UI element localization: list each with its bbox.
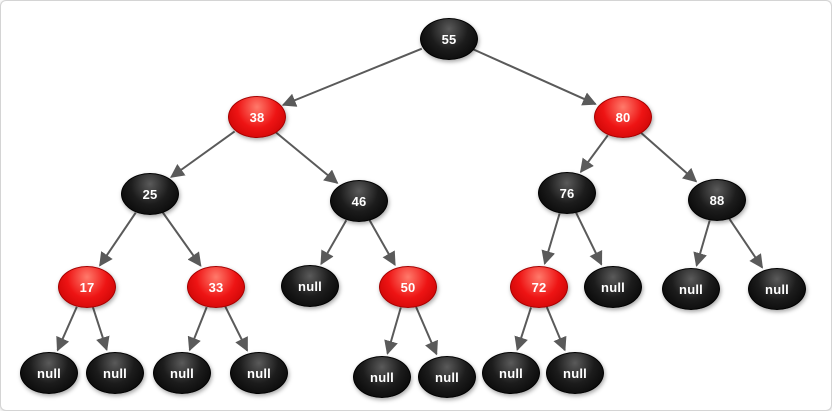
tree-node: 50 <box>379 266 437 308</box>
tree-edge <box>415 306 438 356</box>
null-leaf-node: null <box>20 352 78 394</box>
null-leaf-node: null <box>353 356 411 398</box>
null-leaf-node: null <box>230 352 288 394</box>
tree-edge <box>275 131 339 184</box>
tree-edge <box>56 306 78 352</box>
tree-edge <box>728 218 764 269</box>
tree-edge <box>640 132 698 183</box>
tree-edge <box>320 219 348 266</box>
tree-edge <box>161 211 202 267</box>
null-leaf-node: null <box>153 352 211 394</box>
tree-edge <box>170 130 236 178</box>
tree-edge <box>575 212 603 266</box>
tree-edge <box>384 307 402 355</box>
null-leaf-node: null <box>482 352 540 394</box>
tree-edge <box>579 134 609 174</box>
tree-node: 38 <box>228 96 286 138</box>
tree-edge <box>473 48 597 106</box>
tree-edge <box>541 213 561 265</box>
tree-edge <box>368 219 396 267</box>
tree-edge <box>514 307 532 352</box>
tree-node: 72 <box>510 266 568 308</box>
tree-node: 55 <box>420 18 478 60</box>
tree-edge <box>187 306 208 352</box>
tree-edge <box>224 306 249 352</box>
tree-edge <box>545 306 567 352</box>
null-leaf-node: null <box>418 356 476 398</box>
tree-edge <box>99 212 137 267</box>
null-leaf-node: null <box>281 265 339 307</box>
tree-node: 88 <box>688 179 746 221</box>
null-leaf-node: null <box>748 268 806 310</box>
tree-node: 76 <box>538 172 596 214</box>
tree-node: 80 <box>594 96 652 138</box>
tree-node: 46 <box>330 180 388 222</box>
tree-node: 25 <box>121 173 179 215</box>
tree-node: 33 <box>187 266 245 308</box>
null-leaf-node: null <box>662 268 720 310</box>
null-leaf-node: null <box>584 266 642 308</box>
tree-edge <box>693 220 711 267</box>
null-leaf-node: null <box>86 352 144 394</box>
tree-edge <box>281 47 423 107</box>
tree-node: 17 <box>58 266 116 308</box>
tree-edge <box>92 307 110 352</box>
null-leaf-node: null <box>546 352 604 394</box>
